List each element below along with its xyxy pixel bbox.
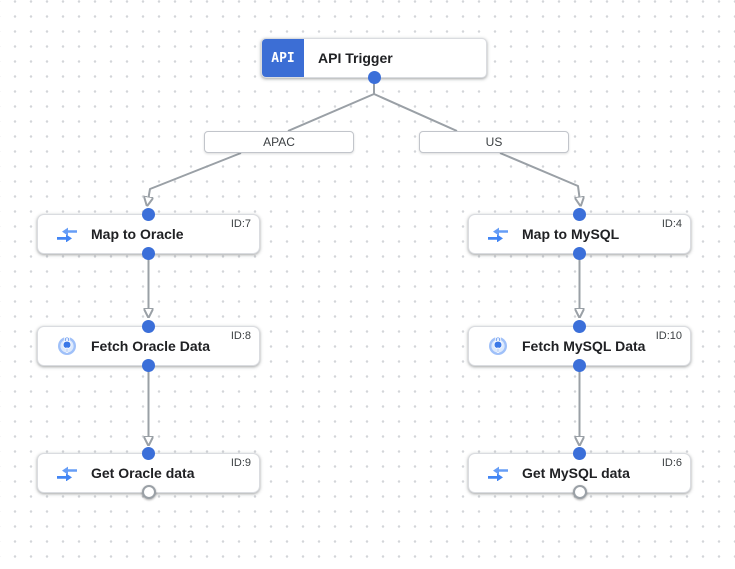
connector-plug-icon (487, 336, 509, 356)
input-connection-point[interactable] (573, 208, 586, 221)
output-connection-point[interactable] (573, 247, 586, 260)
task-id-badge: ID:7 (230, 218, 251, 230)
task-node-fetch-oracle-data[interactable]: ID:8 Fetch Oracle Data (37, 320, 260, 372)
connector-plug-icon (56, 336, 78, 356)
task-node-get-oracle-data[interactable]: ID:9 Get Oracle data (37, 447, 260, 499)
edge-us-to-map-mysql (499, 152, 580, 198)
task-id-badge: ID:6 (661, 457, 682, 469)
edge-label-text: US (485, 135, 503, 149)
data-mapping-icon (56, 224, 78, 244)
task-label: Map to MySQL (522, 226, 620, 242)
input-connection-point[interactable] (142, 208, 155, 221)
api-trigger-icon: API (262, 39, 304, 77)
task-node-map-to-oracle[interactable]: ID:7 Map to Oracle (37, 208, 260, 260)
input-connection-point[interactable] (573, 447, 586, 460)
task-node-get-mysql-data[interactable]: ID:6 Get MySQL data (468, 447, 691, 499)
output-connection-point[interactable] (142, 247, 155, 260)
edge-apac-to-map-oracle (149, 152, 242, 198)
edge-label-apac[interactable]: APAC (204, 131, 354, 153)
task-id-badge: ID:4 (661, 218, 682, 230)
input-connection-point[interactable] (142, 447, 155, 460)
task-id-badge: ID:9 (230, 457, 251, 469)
edge-trigger-to-us (373, 79, 458, 132)
task-label: Fetch MySQL Data (522, 338, 646, 354)
task-label: Fetch Oracle Data (91, 338, 211, 354)
output-connection-point[interactable] (142, 359, 155, 372)
edge-label-text: APAC (263, 135, 295, 149)
data-mapping-icon (56, 463, 78, 483)
data-mapping-icon (487, 463, 509, 483)
trigger-output-connection-point[interactable] (367, 71, 381, 84)
task-label: Map to Oracle (91, 226, 184, 242)
api-trigger-node[interactable]: API API Trigger (261, 38, 487, 84)
flow-end-point[interactable] (141, 485, 156, 499)
task-node-fetch-mysql-data[interactable]: ID:10 Fetch MySQL Data (468, 320, 691, 372)
trigger-label: API Trigger (318, 50, 393, 66)
output-connection-point[interactable] (573, 359, 586, 372)
task-id-badge: ID:8 (230, 330, 251, 342)
edge-trigger-to-apac (287, 79, 375, 132)
input-connection-point[interactable] (142, 320, 155, 333)
data-mapping-icon (487, 224, 509, 244)
task-id-badge: ID:10 (655, 330, 682, 342)
input-connection-point[interactable] (573, 320, 586, 333)
task-node-map-to-mysql[interactable]: ID:4 Map to MySQL (468, 208, 691, 260)
task-label: Get Oracle data (91, 465, 195, 481)
flow-end-point[interactable] (572, 485, 587, 499)
edge-label-us[interactable]: US (419, 131, 569, 153)
task-label: Get MySQL data (522, 465, 630, 481)
